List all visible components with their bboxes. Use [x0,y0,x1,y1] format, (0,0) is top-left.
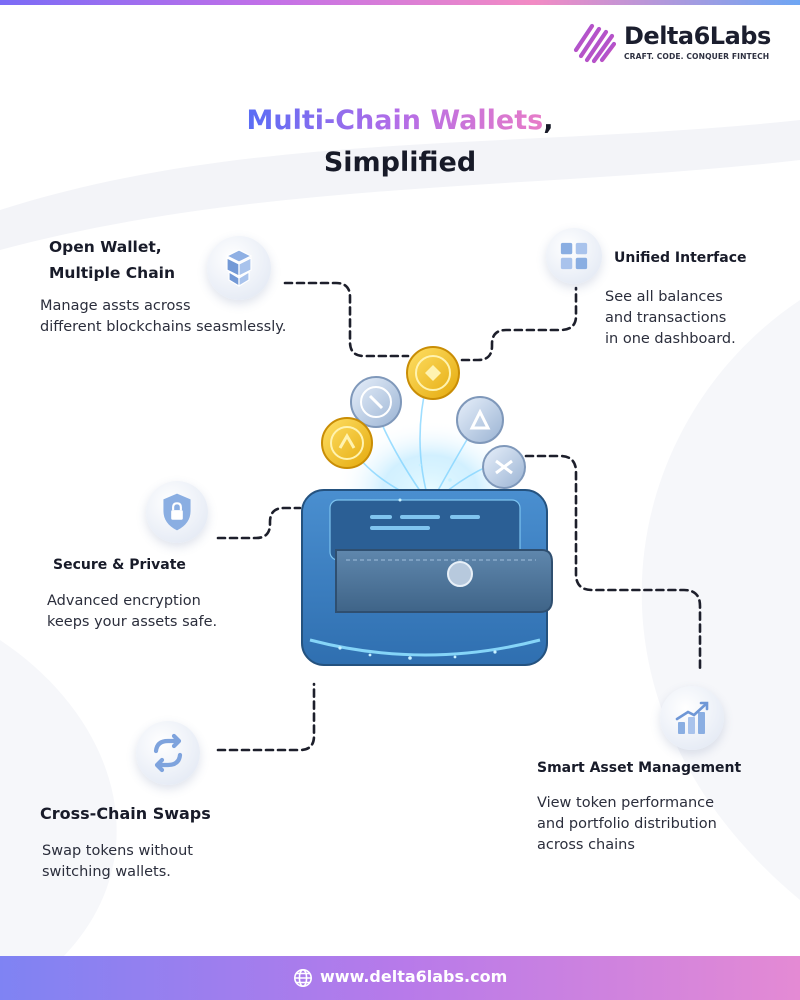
smart-asset-description: View token performance and portfolio dis… [537,793,717,856]
open-wallet-heading-line1: Open Wallet, [49,238,162,256]
smart-asset-desc-line2: and portfolio distribution [537,816,717,832]
secure-desc-line1: Advanced encryption [47,593,201,609]
open-wallet-desc-line2: different blockchains seasmlessly. [40,319,287,335]
page-title: Multi-Chain Wallets, Simplified [0,100,800,184]
unified-description: See all balances and transactions in one… [605,287,736,350]
swaps-icon-badge [136,721,200,785]
secure-desc-line2: keeps your assets safe. [47,614,218,630]
unified-desc-line2: and transactions [605,310,727,326]
coin-silver-small [482,445,526,489]
swaps-heading: Cross-Chain Swaps [40,804,211,823]
unified-heading: Unified Interface [614,250,747,266]
secure-heading: Secure & Private [53,557,186,573]
open-wallet-heading: Open Wallet, Multiple Chain [49,234,175,286]
unified-icon-badge [546,228,602,284]
top-gradient-bar [0,0,800,5]
growth-chart-icon [675,701,709,734]
dashboard-grid-icon [560,242,588,270]
footer-bar: www.delta6labs.com [0,956,800,1000]
logo-mark-icon [573,23,616,64]
coin-gold-left [321,417,373,469]
open-wallet-icon-badge [207,236,271,300]
title-highlight: Multi-Chain Wallets [246,105,544,136]
stacked-blocks-icon [225,249,253,288]
wallet-illustration [301,346,553,666]
smart-asset-desc-line1: View token performance [537,795,715,811]
swap-arrows-icon [153,733,183,773]
footer-website-link[interactable]: www.delta6labs.com [320,967,508,986]
coin-silver-left [350,376,402,428]
coin-silver-right [456,396,504,444]
smart-asset-desc-line3: across chains [537,837,635,853]
secure-icon-badge [146,481,208,543]
swaps-desc-line1: Swap tokens without [42,843,193,859]
smart-asset-icon-badge [660,686,724,750]
unified-desc-line1: See all balances [605,289,723,305]
brand-name: Delta6Labs [624,22,771,50]
secure-description: Advanced encryption keeps your assets sa… [47,591,217,633]
open-wallet-heading-line2: Multiple Chain [49,264,176,282]
swaps-description: Swap tokens without switching wallets. [42,841,193,883]
shield-lock-icon [163,493,191,531]
open-wallet-desc-line1: Manage assts across [40,298,191,314]
unified-desc-line3: in one dashboard. [605,331,736,347]
brand-logo[interactable]: Delta6Labs CRAFT. CODE. CONQUER FINTECH [572,20,772,68]
title-subline: Simplified [323,147,477,178]
coin-gold-top [406,346,460,400]
brand-tagline: CRAFT. CODE. CONQUER FINTECH [624,52,770,61]
globe-icon [294,969,312,987]
open-wallet-description: Manage assts across different blockchain… [40,296,286,338]
swaps-desc-line2: switching wallets. [42,864,171,880]
title-punctuation: , [543,105,554,136]
smart-asset-heading: Smart Asset Management [537,760,742,776]
